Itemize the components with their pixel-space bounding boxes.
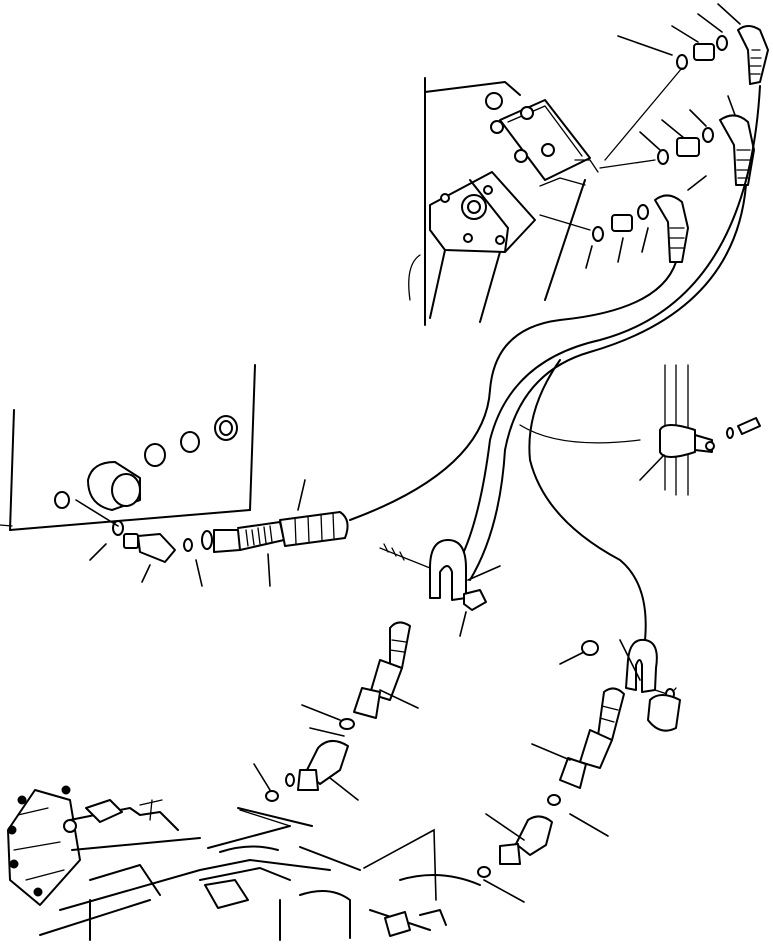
- top-fitting-stack-1: [617, 3, 769, 85]
- right-hose-assembly: [477, 687, 625, 903]
- axle-assembly: [7, 785, 481, 941]
- top-fitting-stack-3: [585, 175, 707, 269]
- valve-body-assembly: [408, 77, 599, 326]
- pipe-clamp-right: [639, 364, 761, 496]
- long-hose-routing: [349, 85, 761, 641]
- pipe-route-lines: [539, 67, 683, 231]
- top-fitting-stack-2: [639, 95, 755, 186]
- center-clamp: [379, 539, 501, 637]
- left-hose-fittings: [75, 479, 349, 587]
- cylinder-panel-left: [0, 364, 256, 531]
- center-hose-assembly: [253, 621, 419, 802]
- right-clamp: [559, 638, 681, 732]
